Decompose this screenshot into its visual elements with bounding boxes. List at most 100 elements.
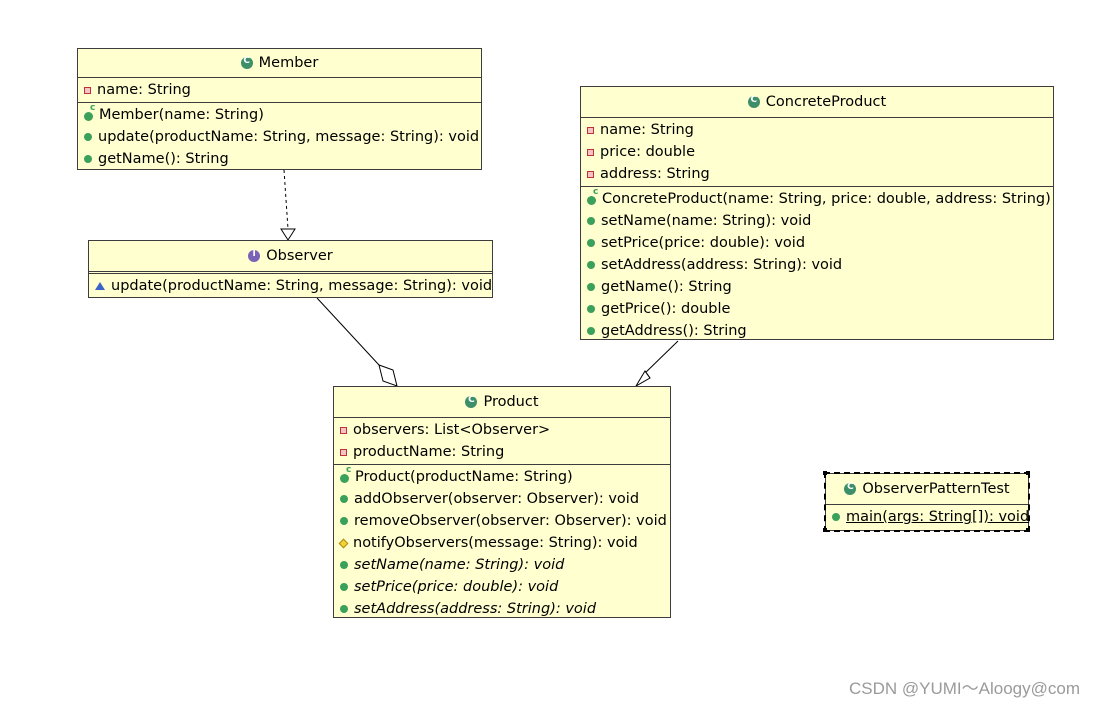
field-row[interactable]: address: String [581, 163, 1053, 185]
class-name: Member [258, 55, 319, 71]
private-field-icon [587, 170, 594, 178]
method-row[interactable]: main(args: String[]): void [826, 506, 1030, 528]
public-method-icon [587, 239, 595, 247]
class-observer-pattern-test[interactable]: ObserverPatternTest main(args: String[])… [824, 472, 1030, 532]
method-label: update(productName: String, message: Str… [111, 278, 493, 294]
method-label: getAddress(): String [601, 323, 747, 339]
method-row[interactable]: Product(productName: String) [334, 465, 670, 488]
selection-handle[interactable] [1026, 471, 1030, 475]
constructor-icon [587, 187, 598, 205]
realization-line [283, 169, 289, 230]
method-row[interactable]: removeObserver(observer: Observer): void [334, 510, 670, 532]
method-label: ConcreteProduct(name: String, price: dou… [602, 191, 1051, 207]
realization-arrowhead [280, 228, 296, 241]
class-name: Observer [266, 248, 333, 264]
field-row[interactable]: price: double [581, 141, 1053, 163]
private-field-icon [587, 126, 594, 134]
class-concrete-product[interactable]: ConcreteProduct name: String price: doub… [580, 86, 1054, 340]
field-row[interactable]: name: String [78, 79, 481, 101]
field-row[interactable]: productName: String [334, 441, 670, 463]
class-header: ConcreteProduct [581, 87, 1053, 118]
interface-icon [248, 249, 261, 262]
fields-section: name: String [78, 78, 481, 103]
class-icon [465, 395, 478, 408]
methods-section: main(args: String[]): void [826, 505, 1030, 529]
method-row[interactable]: update(productName: String, message: Str… [89, 275, 492, 297]
fields-section: name: String price: double address: Stri… [581, 118, 1053, 187]
protected-method-icon [338, 538, 349, 548]
method-row[interactable]: notifyObservers(message: String): void [334, 532, 670, 554]
field-label: address: String [600, 166, 710, 182]
class-header: ObserverPatternTest [826, 474, 1028, 505]
public-method-icon [84, 155, 92, 163]
methods-section: Product(productName: String) addObserver… [334, 465, 670, 621]
class-icon [747, 95, 760, 108]
methods-section: Member(name: String) update(productName:… [78, 103, 481, 171]
class-header: Product [334, 387, 670, 418]
private-field-icon [587, 148, 594, 156]
method-row[interactable]: ConcreteProduct(name: String, price: dou… [581, 187, 1053, 210]
method-row[interactable]: setAddress(address: String): void [334, 598, 670, 620]
public-method-icon [340, 583, 348, 591]
method-row[interactable]: getName(): String [78, 148, 481, 170]
class-icon [844, 482, 857, 495]
interface-observer[interactable]: Observer update(productName: String, mes… [88, 240, 493, 298]
method-row[interactable]: update(productName: String, message: Str… [78, 126, 481, 148]
public-method-icon [587, 327, 595, 335]
field-label: name: String [600, 122, 694, 138]
method-row[interactable]: getName(): String [581, 276, 1053, 298]
generalization-line [641, 340, 679, 377]
method-row[interactable]: setName(name: String): void [334, 554, 670, 576]
watermark: CSDN @YUMI～Aloogy@com [849, 679, 1081, 698]
public-method-icon [587, 305, 595, 313]
class-name: ConcreteProduct [765, 94, 887, 110]
field-label: name: String [97, 82, 191, 98]
method-row[interactable]: addObserver(observer: Observer): void [334, 488, 670, 510]
selection-handle[interactable] [823, 528, 827, 532]
field-label: observers: List<Observer> [353, 422, 551, 438]
methods-section: ConcreteProduct(name: String, price: dou… [581, 187, 1053, 343]
abstract-method-label: setPrice(price: double): void [354, 579, 559, 595]
method-label: getName(): String [601, 279, 732, 295]
class-member[interactable]: Member name: String Member(name: String)… [77, 48, 482, 170]
constructor-icon [340, 465, 351, 483]
method-row[interactable]: getAddress(): String [581, 320, 1053, 342]
package-method-icon [95, 282, 105, 290]
class-header: Member [78, 49, 481, 78]
class-name: ObserverPatternTest [862, 481, 1010, 497]
class-icon [240, 56, 253, 69]
method-row[interactable]: setPrice(price: double): void [581, 232, 1053, 254]
public-method-icon [340, 495, 348, 503]
class-product[interactable]: Product observers: List<Observer> produc… [333, 386, 671, 618]
private-field-icon [340, 448, 347, 456]
method-label: getName(): String [98, 151, 229, 167]
selection-handle[interactable] [1026, 528, 1030, 532]
method-row[interactable]: getPrice(): double [581, 298, 1053, 320]
field-row[interactable]: observers: List<Observer> [334, 419, 670, 441]
method-label: update(productName: String, message: Str… [98, 129, 480, 145]
field-label: productName: String [353, 444, 505, 460]
generalization-arrowhead-base [644, 370, 651, 379]
static-method-label: main(args: String[]): void [846, 509, 1030, 525]
class-header: Observer [89, 241, 492, 274]
private-field-icon [84, 86, 91, 94]
public-method-icon [587, 261, 595, 269]
public-method-icon [587, 283, 595, 291]
method-label: notifyObservers(message: String): void [353, 535, 638, 551]
abstract-method-label: setName(name: String): void [354, 557, 565, 573]
method-row[interactable]: setName(name: String): void [581, 210, 1053, 232]
method-label: setName(name: String): void [601, 213, 812, 229]
method-row[interactable]: Member(name: String) [78, 103, 481, 126]
field-row[interactable]: name: String [581, 119, 1053, 141]
method-row[interactable]: setAddress(address: String): void [581, 254, 1053, 276]
methods-section: update(productName: String, message: Str… [89, 274, 492, 298]
public-method-icon [832, 513, 840, 521]
constructor-icon [84, 103, 95, 121]
selection-handle[interactable] [823, 471, 827, 475]
method-label: setPrice(price: double): void [601, 235, 806, 251]
field-label: price: double [600, 144, 696, 160]
class-name: Product [483, 394, 539, 410]
method-row[interactable]: setPrice(price: double): void [334, 576, 670, 598]
method-label: removeObserver(observer: Observer): void [354, 513, 667, 529]
aggregation-diamond [378, 364, 398, 387]
